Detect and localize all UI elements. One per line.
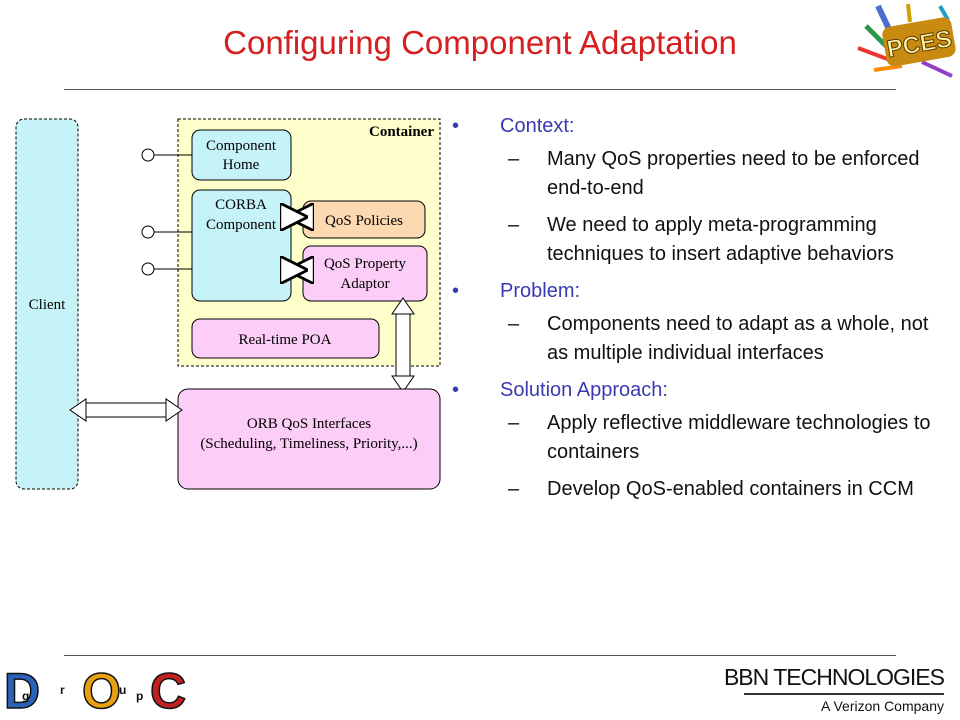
bullet-problem: • Problem: — [450, 277, 950, 306]
bbn-logo: BBN TECHNOLOGIES A Verizon Company — [723, 664, 945, 714]
sub-bullet-text: Apply reflective middleware technologies… — [547, 412, 931, 463]
qos-adaptor-line1: QoS Property — [324, 256, 407, 272]
qos-policies-label: QoS Policies — [325, 213, 403, 229]
svg-text:g: g — [22, 689, 29, 703]
bullet-list: • Context: –Many QoS properties need to … — [450, 112, 950, 512]
svg-text:D: D — [4, 663, 40, 716]
bullet-dot: • — [452, 379, 460, 401]
sub-bullet-text: Develop QoS-enabled containers in CCM — [547, 478, 914, 500]
doc-group-logo-icon: D g r O u p C — [4, 662, 187, 716]
bbn-logo-name: BBN TECHNOLOGIES — [723, 664, 945, 690]
bullet-dot: • — [452, 115, 460, 137]
sub-bullet-text: We need to apply meta-programming techni… — [547, 214, 894, 265]
client-label: Client — [29, 297, 66, 313]
bullet-dot: • — [452, 280, 460, 302]
bullet-heading: Problem: — [500, 280, 581, 302]
footer-divider — [64, 655, 896, 656]
component-home-line1: Component — [206, 138, 277, 154]
qos-property-adaptor-box — [302, 245, 428, 302]
sub-bullet: –We need to apply meta-programming techn… — [508, 214, 894, 265]
realtime-poa-box — [191, 318, 380, 359]
slide-title: Configuring Component Adaptation — [223, 24, 737, 61]
qos-adaptor-line2: Adaptor — [340, 276, 389, 292]
realtime-poa-label: Real-time POA — [239, 332, 332, 348]
sub-bullet: –Apply reflective middleware technologie… — [508, 412, 931, 463]
corba-component-line2: Component — [206, 217, 277, 233]
interface-port-component — [141, 225, 155, 239]
orb-qos-interfaces-box — [177, 388, 441, 490]
corba-component-box — [191, 189, 292, 302]
sub-bullet-text: Components need to adapt as a whole, not… — [547, 313, 929, 364]
svg-text:r: r — [60, 683, 65, 697]
bullet-heading: Solution Approach: — [500, 379, 668, 401]
bullet-heading: Context: — [500, 115, 575, 137]
orb-qos-line2: (Scheduling, Timeliness, Priority,...) — [200, 436, 417, 452]
container-label: Container — [369, 124, 434, 140]
interface-port-home — [141, 148, 155, 162]
sub-bullet: –Many QoS properties need to be enforced… — [508, 148, 920, 199]
client-box — [15, 118, 79, 490]
sub-bullet-text: Many QoS properties need to be enforced … — [547, 148, 920, 199]
orb-qos-line1: ORB QoS Interfaces — [247, 416, 371, 432]
bullet-solution: • Solution Approach: — [450, 376, 950, 405]
svg-text:u: u — [119, 683, 126, 697]
corba-component-line1: CORBA — [215, 197, 267, 213]
interface-port-component-2 — [141, 262, 155, 276]
component-home-line2: Home — [223, 157, 260, 173]
bbn-logo-tagline: A Verizon Company — [821, 698, 944, 714]
title-divider — [64, 89, 896, 90]
svg-text:C: C — [150, 663, 186, 716]
svg-text:p: p — [136, 689, 143, 703]
bullet-context: • Context: — [450, 112, 950, 141]
component-home-box — [191, 129, 292, 181]
architecture-diagram: Client Container Component Home CORBA Co… — [15, 118, 441, 490]
sub-bullet: –Develop QoS-enabled containers in CCM — [508, 478, 914, 500]
svg-text:O: O — [82, 663, 121, 716]
pces-logo-icon: PCES — [857, 3, 956, 78]
sub-bullet: –Components need to adapt as a whole, no… — [508, 313, 929, 364]
